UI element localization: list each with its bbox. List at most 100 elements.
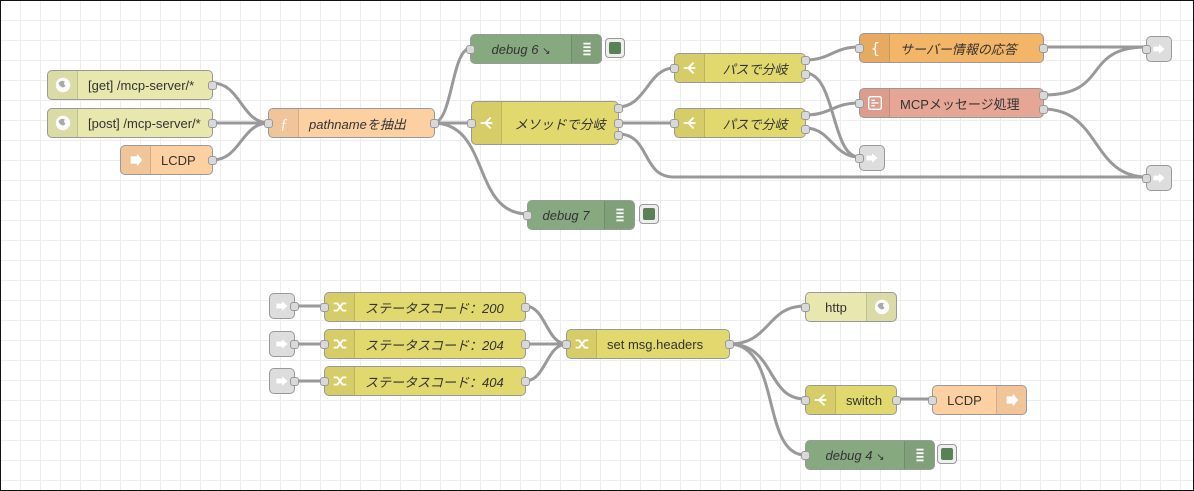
output-port[interactable]: [1039, 105, 1048, 114]
input-port[interactable]: [467, 119, 476, 128]
node-label: debug 6 ↘: [471, 42, 571, 57]
status-204-change-node[interactable]: ステータスコード：204: [320, 329, 530, 359]
wire: [804, 126, 860, 159]
node-label: サーバー情報の応答: [900, 41, 1017, 57]
output-port[interactable]: [521, 377, 530, 386]
debug-6-toggle-button[interactable]: [605, 38, 625, 58]
switch-node[interactable]: switch: [801, 385, 901, 415]
link-out-node[interactable]: [1142, 165, 1172, 191]
node-label: ステータスコード：204: [365, 337, 504, 353]
wire: [524, 342, 568, 383]
output-port[interactable]: [801, 111, 810, 120]
status-200-change-node[interactable]: ステータスコード：200: [320, 292, 530, 322]
output-port[interactable]: [614, 131, 623, 140]
input-port[interactable]: [670, 119, 679, 128]
extract-pathname-function-node[interactable]: ƒ pathnameを抽出: [264, 108, 439, 138]
switch-icon: [675, 54, 705, 82]
node-label: [post] /mcp-server/*: [88, 115, 201, 131]
output-port[interactable]: [430, 119, 439, 128]
input-port[interactable]: [320, 303, 329, 312]
server-info-template-node[interactable]: { サーバー情報の応答: [855, 33, 1048, 63]
input-port[interactable]: [320, 377, 329, 386]
input-port[interactable]: [562, 340, 571, 349]
switch-icon: [806, 386, 836, 414]
node-label: debug 4 ↘: [806, 448, 904, 463]
wire: [211, 121, 270, 162]
arrow-icon: [996, 386, 1026, 414]
output-port[interactable]: [1039, 44, 1048, 53]
input-port[interactable]: [264, 119, 273, 128]
path-switch-1-node[interactable]: パスで分岐: [670, 53, 810, 83]
debug-7-node[interactable]: debug 7: [523, 200, 635, 230]
wire: [432, 121, 529, 216]
http-in-post-node[interactable]: [post] /mcp-server/*: [47, 108, 217, 138]
output-port[interactable]: [208, 156, 217, 165]
debug-list-icon: [571, 35, 601, 63]
input-port[interactable]: [801, 303, 810, 312]
node-label: LCDP: [161, 152, 196, 168]
node-label: debug 7: [542, 207, 590, 223]
output-port[interactable]: [725, 340, 734, 349]
output-port[interactable]: [521, 303, 530, 312]
input-port[interactable]: [855, 154, 864, 163]
input-port[interactable]: [523, 211, 532, 220]
output-port[interactable]: [614, 104, 623, 113]
input-port[interactable]: [801, 396, 810, 405]
lcdp-in-node[interactable]: LCDP: [120, 145, 217, 175]
input-port[interactable]: [466, 45, 475, 54]
output-port[interactable]: [521, 340, 530, 349]
link-out-node[interactable]: [855, 145, 885, 171]
input-port[interactable]: [320, 340, 329, 349]
node-label: switch: [846, 392, 883, 408]
node-label: set msg.headers: [607, 336, 704, 352]
output-port[interactable]: [892, 396, 901, 405]
output-port[interactable]: [614, 119, 623, 128]
svg-text:{: {: [870, 39, 880, 57]
output-port[interactable]: [801, 125, 810, 134]
link-out-icon: [1153, 173, 1165, 183]
lcdp-out-node[interactable]: LCDP: [928, 385, 1027, 415]
globe-icon: [48, 109, 78, 137]
output-port[interactable]: [1039, 91, 1048, 100]
output-port[interactable]: [208, 81, 217, 90]
node-label: パスで分岐: [722, 116, 788, 132]
http-in-get-node[interactable]: [get] /mcp-server/*: [47, 70, 217, 100]
link-out-icon: [1153, 44, 1165, 54]
status-404-change-node[interactable]: ステータスコード：404: [320, 366, 530, 396]
link-in-node[interactable]: [269, 368, 299, 394]
link-in-node[interactable]: [269, 293, 299, 319]
input-port[interactable]: [670, 64, 679, 73]
http-response-node[interactable]: http: [801, 292, 897, 322]
link-in-node[interactable]: [269, 331, 299, 357]
debug-7-toggle-button[interactable]: [639, 204, 659, 224]
output-port[interactable]: [290, 340, 299, 349]
input-port[interactable]: [1142, 45, 1151, 54]
input-port[interactable]: [928, 396, 937, 405]
method-switch-node[interactable]: メソッドで分岐: [467, 101, 623, 145]
globe-icon: [866, 293, 896, 321]
wire: [1042, 45, 1148, 97]
output-port[interactable]: [208, 119, 217, 128]
input-port[interactable]: [801, 451, 810, 460]
debug-6-label: debug 6: [491, 41, 539, 57]
output-port[interactable]: [801, 56, 810, 65]
template-brace-icon: {: [860, 34, 890, 62]
svg-text:ƒ: ƒ: [280, 116, 287, 132]
input-port[interactable]: [855, 44, 864, 53]
mcp-message-node[interactable]: MCPメッセージ処理: [855, 88, 1048, 118]
debug-4-toggle-button[interactable]: [937, 444, 957, 464]
debug-4-node[interactable]: debug 4 ↘: [801, 440, 935, 470]
debug-6-node[interactable]: debug 6 ↘: [466, 34, 602, 64]
wire: [804, 45, 860, 62]
input-port[interactable]: [1142, 174, 1151, 183]
set-headers-change-node[interactable]: set msg.headers: [562, 329, 734, 359]
path-switch-2-node[interactable]: パスで分岐: [670, 108, 810, 138]
output-port[interactable]: [290, 302, 299, 311]
output-port[interactable]: [801, 70, 810, 79]
input-port[interactable]: [855, 99, 864, 108]
switch-icon: [472, 102, 502, 144]
link-out-node[interactable]: [1142, 36, 1172, 62]
output-port[interactable]: [290, 377, 299, 386]
debug-toggle-fill: [609, 42, 621, 54]
